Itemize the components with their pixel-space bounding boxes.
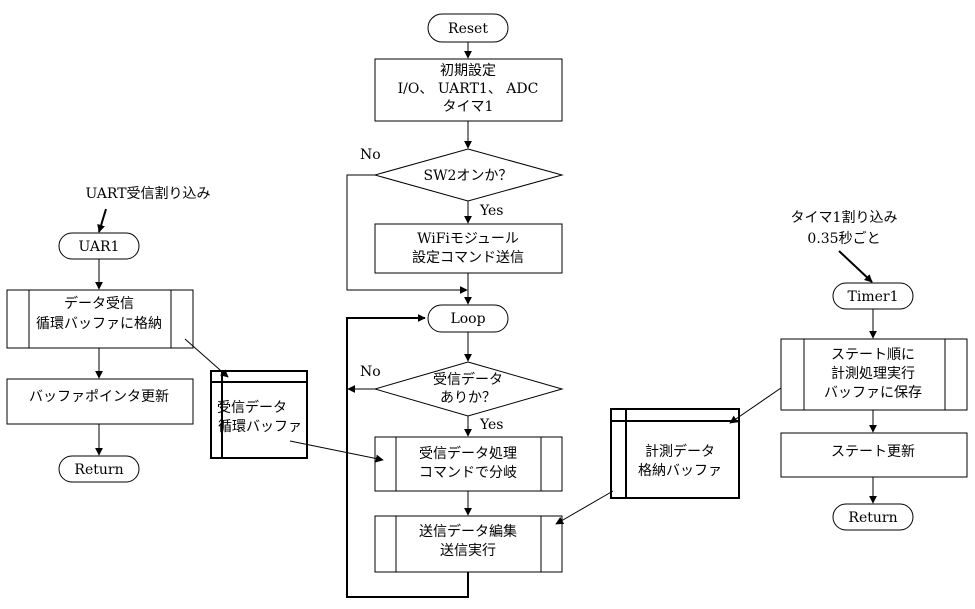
timer-measure-line-3: バッファに保存 [824,385,922,401]
wifi-process: WiFiモジュール 設定コマンド送信 [374,223,563,274]
send-line-1: 送信データ編集 [419,523,517,540]
init-process: 初期設定 I/O、 UART1、 ADC タイマ1 [374,58,563,122]
timer-trigger-line-2: 0.35秒ごと [807,231,880,247]
sw2-no-label: No [360,147,381,163]
arrow-send-loop-back [346,314,469,598]
uart-pointer-process: バッファポインタ更新 [6,378,194,425]
uart-pointer-label: バッファポインタ更新 [29,389,169,405]
process-line-2: コマンドで分岐 [419,465,517,481]
measure-buffer-line-2: 格納バッファ [638,463,722,479]
uart-start-label: UAR1 [79,239,120,255]
arrow-uart-trigger [97,208,107,233]
arrow-uart-to-buffer [184,338,229,378]
recv-q-line-2: ありか？ [440,390,496,406]
uart-return-terminal: Return [58,455,140,483]
recv-yes-label: Yes [479,417,504,433]
send-predefined: 送信データ編集 送信実行 [374,515,563,573]
recv-decision: 受信データ ありか？ [373,361,564,417]
arrow-timer-trigger [838,250,873,283]
recv-buffer-line-1: 受信データ [217,399,287,416]
uart-start-terminal: UAR1 [58,232,140,260]
uart-receive-predefined: データ受信 循環バッファに格納 [6,289,194,349]
arrow-sw2-no [346,174,468,294]
recv-buffer-storage: 受信データ 循環バッファ [210,370,308,459]
init-line-2: I/O、 UART1、 ADC [398,81,539,97]
init-line-1: 初期設定 [440,62,496,79]
timer-measure-predefined: ステート順に 計測処理実行 バッファに保存 [780,338,968,411]
send-line-2: 送信実行 [440,543,496,559]
recv-no-label: No [360,364,381,380]
timer-state-label: ステート更新 [831,444,915,460]
reset-label: Reset [448,21,488,37]
arrow-timer-to-buffer [729,387,782,424]
timer-return-label: Return [848,510,897,526]
timer-measure-line-2: 計測処理実行 [831,366,915,382]
process-line-1: 受信データ処理 [419,445,517,462]
arrow-measure-to-send [555,490,614,525]
loop-terminal: Loop [427,304,509,333]
timer-measure-line-1: ステート順に [831,347,915,363]
uart-trigger-label: UART受信割り込み [85,185,210,202]
reset-terminal: Reset [427,13,509,43]
timer-start-label: Timer1 [848,289,899,305]
wifi-line-2: 設定コマンド送信 [412,250,524,266]
init-line-3: タイマ1 [443,99,494,115]
sw2-decision: SW2オンか？ [373,148,564,202]
uart-receive-line-2: 循環バッファに格納 [36,316,162,332]
recv-buffer-line-2: 循環バッファ [218,419,302,435]
timer-start-terminal: Timer1 [832,282,914,310]
timer-trigger-line-1: タイマ1割り込み [791,209,898,226]
sw2-label: SW2オンか？ [424,168,513,184]
measure-buffer-storage: 計測データ 格納バッファ [610,408,740,499]
timer-return-terminal: Return [832,503,914,531]
arrow-buffer-to-process [289,440,384,463]
loop-label: Loop [450,311,485,327]
wifi-line-1: WiFiモジュール [417,231,519,247]
uart-return-label: Return [74,462,123,478]
recv-q-line-1: 受信データ [433,371,503,388]
sw2-yes-label: Yes [479,203,504,219]
process-predefined: 受信データ処理 コマンドで分岐 [374,436,563,492]
measure-buffer-line-1: 計測データ [645,443,715,460]
timer-state-process: ステート更新 [780,432,968,478]
uart-receive-line-1: データ受信 [64,295,134,312]
